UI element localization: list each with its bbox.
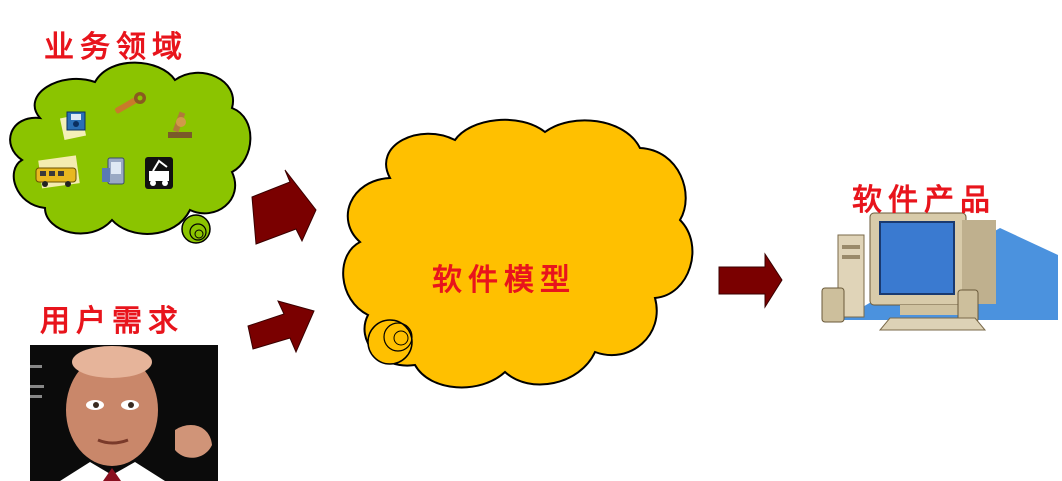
business-domain-cloud [10,63,250,243]
software-model-cloud [343,120,692,388]
person-photo [30,345,218,481]
arrow-model-to-product [719,254,782,307]
software-model-label: 软件模型 [432,255,576,299]
software-product-label: 软件产品 [852,175,996,219]
arrow-requirements-to-model [248,301,314,352]
tow-truck-icon [145,157,173,189]
user-requirements-label: 用户需求 [40,296,184,340]
business-domain-label: 业务领域 [44,22,188,66]
desktop-computer-icon [822,213,1058,330]
school-bus-icon [36,155,80,188]
arrow-domain-to-model [252,170,316,244]
